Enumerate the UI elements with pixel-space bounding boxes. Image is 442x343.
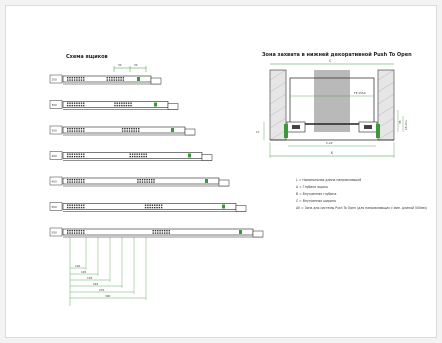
legend-3: B = Внутренняя глубина [296,192,336,196]
top-dim-1: 32 [118,63,122,67]
legend-5: AV = Зона для системы Push To Open (для … [296,206,427,210]
rail-size-label: 400 [52,154,58,158]
bottom-dim-label: 145 [81,270,87,274]
legend: L = Номинальная длина направляющей A = Г… [296,178,427,210]
legend-1: L = Номинальная длина направляющей [296,178,361,182]
rail-row: 350 [49,125,196,136]
extension-lines [69,237,147,306]
rail-size-label: 550 [52,231,58,235]
rail-row: 500 [49,202,247,212]
legend-2: A = Глубина ящика [296,185,328,189]
bottom-dim-label: 300 [105,294,111,298]
top-dimension: 32 32 [113,63,147,72]
dim-top: C [329,59,332,63]
bottom-dim-label: 120 [75,264,81,268]
drawer-rail-rows: 250 300 350 400 450 500 550 [49,74,264,238]
right-title: Зона захвата в нижней декоративной Push … [262,51,412,58]
rail-size-label: 350 [52,129,58,133]
rail-size-label: 450 [52,180,58,184]
rail-row: 450 [49,176,230,187]
dim-inner: C-22 [326,141,333,145]
dim-left: 17 [256,130,260,134]
dim-bottom: K [331,151,334,155]
rail-size-label: 500 [52,205,58,209]
dim-top-right: TE 1550 [353,91,366,95]
drawing-sheet: Схема ящиков 250 300 350 400 450 500 550 32 32… [5,5,437,338]
bottom-dim-label: 224 [93,282,99,286]
rail-row: 300 [49,100,179,110]
rail-row: 550 [49,227,264,238]
rail-row: 400 [49,151,213,161]
push-to-open-zone [314,70,350,132]
left-title: Схема ящиков [66,54,108,60]
cabinet-section: C TE 1550 C-22 [256,59,408,158]
rail-size-label: 250 [52,78,58,82]
bottom-dim-label: 270 [99,288,105,292]
dim-right-b: 16 min [404,120,408,130]
rail-row: 250 [49,74,162,85]
legend-4: C = Внутренняя ширина [296,199,336,203]
top-dim-2: 32 [134,63,138,67]
dim-right-a: 35 [398,120,402,124]
bottom-dim-label: 193 [87,276,93,280]
rail-size-label: 300 [52,103,58,107]
technical-drawing: Схема ящиков 250 300 350 400 450 500 550 32 32… [49,51,427,306]
